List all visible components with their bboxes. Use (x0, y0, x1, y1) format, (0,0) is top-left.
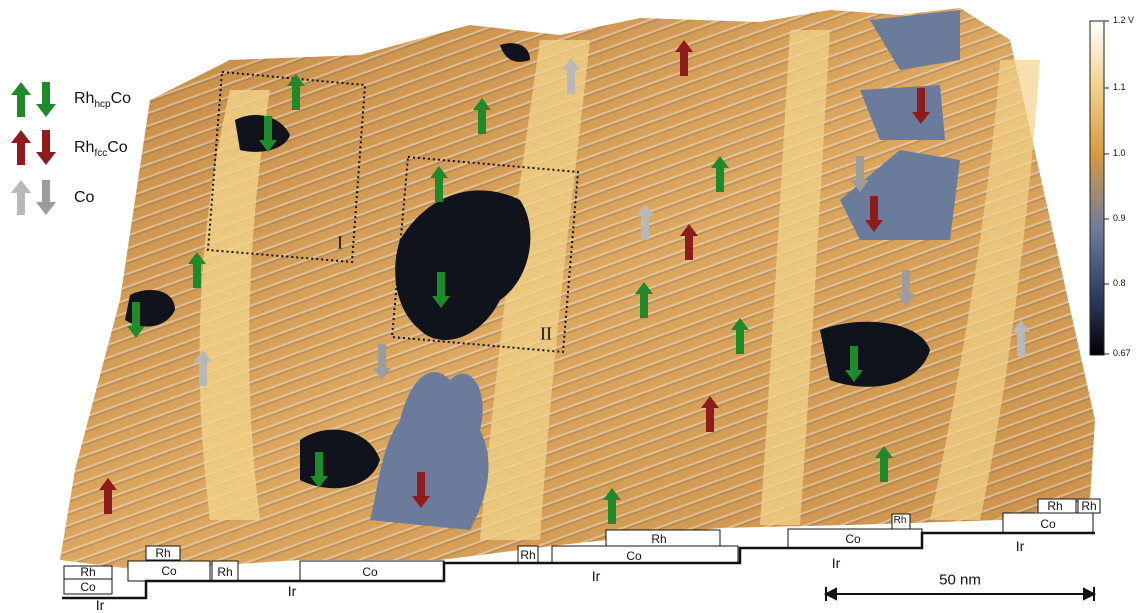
box-co-1 (63, 578, 113, 595)
rhhcp-up-arrow (731, 318, 749, 354)
scale-bar (823, 587, 1097, 601)
legend-co-down-icon (36, 180, 56, 215)
struct-label-rh: Rh (155, 546, 171, 560)
legend-rhfcc-down-icon (36, 130, 56, 165)
co-down-arrow (373, 344, 391, 380)
legend-rhhcp-label: RhhcpCo (74, 90, 132, 111)
struct-label-rh: Rh (520, 548, 536, 562)
rhhcp-up-arrow (188, 252, 206, 288)
struct-label-rh: Rh (1081, 499, 1097, 513)
legend-co: Co (64, 190, 94, 206)
co-down-arrow (897, 270, 915, 306)
colorbar-ticks (1104, 20, 1109, 355)
co-up-arrow (636, 204, 654, 240)
legend-rhfcc-label: RhfccCo (74, 139, 128, 160)
legend-rhhcp-down-icon (36, 82, 56, 117)
struct-label-ir: Ir (287, 583, 297, 599)
rhhcp-up-arrow (711, 156, 729, 192)
colorbar-tick-label: 0.8 (1113, 278, 1126, 288)
rhhcp-up-arrow (603, 488, 621, 524)
struct-label-co: Co (80, 580, 96, 594)
rhhcp-up-arrow (473, 98, 491, 134)
box-rh-8 (1077, 498, 1101, 514)
legend-arrows (11, 82, 56, 215)
region-box-ii (390, 155, 580, 354)
struct-label-ir: Ir (95, 597, 105, 613)
ir-strip (760, 30, 830, 525)
surface-arrows (99, 40, 1030, 524)
struct-label-co: Co (161, 564, 177, 578)
ir-substrate-line (62, 531, 1095, 600)
box-rh-5 (605, 529, 721, 547)
legend-rhhcp: RhhcpCo (64, 91, 131, 110)
rhhcp-up-arrow (430, 166, 448, 202)
rhfcc-up-arrow (701, 396, 719, 432)
struct-label-rh: Rh (80, 565, 96, 579)
rhhcp-up-arrow (875, 446, 893, 482)
rhfcc-down-arrow (865, 196, 883, 232)
struct-label-co: Co (1040, 517, 1056, 531)
ir-strip (480, 40, 590, 540)
rhfcc-domain (370, 372, 489, 530)
colorbar-tick-label: 0.9 (1113, 213, 1126, 223)
colorbar-tick-label: 1.0 (1113, 148, 1126, 158)
region-box-i (206, 70, 367, 264)
struct-label-co: Co (845, 532, 861, 546)
co-down-arrow (851, 156, 869, 192)
rhhcp-down-arrow (432, 272, 450, 308)
colorbar-tick-label: 0.67 (1113, 348, 1131, 358)
legend-co-label: Co (74, 189, 95, 206)
rhhcp-domain (500, 43, 530, 62)
rhhcp-domain (235, 115, 290, 152)
region-label-i: I (337, 232, 343, 253)
struct-label-rh: Rh (893, 515, 907, 526)
rhfcc-up-arrow (675, 40, 693, 76)
rhfcc-down-arrow (912, 88, 930, 124)
ir-strip (930, 60, 1040, 520)
colorbar-tick-label: 1.2 V (1113, 15, 1135, 25)
scale-bar-label: 50 nm (939, 571, 981, 589)
rhhcp-down-arrow (127, 302, 145, 338)
rhfcc-domain (870, 10, 960, 70)
legend-rhhcp-up-icon (11, 82, 31, 117)
colorbar-tick-label: 1.1 (1113, 82, 1126, 92)
rhhcp-down-arrow (845, 346, 863, 382)
rhfcc-up-arrow (99, 478, 117, 514)
legend-rhfcc: RhfccCo (64, 140, 128, 159)
rhhcp-down-arrow (259, 116, 277, 152)
ir-strip (199, 90, 270, 520)
struct-label-ir: Ir (831, 555, 841, 571)
box-rh-7 (1037, 498, 1077, 514)
struct-label-rh: Rh (217, 565, 233, 579)
struct-label-ir: Ir (591, 568, 601, 584)
region-label-ii: II (540, 323, 552, 344)
box-rh-6 (891, 513, 911, 530)
rhhcp-domain (395, 190, 531, 340)
struct-label-co: Co (362, 565, 378, 579)
struct-label-rh: Rh (1047, 499, 1063, 513)
legend-rhfcc-up-icon (11, 130, 31, 165)
structure-boxes (63, 498, 1101, 595)
rhfcc-down-arrow (412, 472, 430, 508)
legend-co-up-icon (11, 180, 31, 215)
colorbar (1089, 20, 1105, 356)
rhhcp-up-arrow (635, 282, 653, 318)
struct-label-ir: Ir (1015, 538, 1025, 554)
struct-label-co: Co (626, 549, 642, 563)
co-up-arrow (1012, 320, 1030, 356)
struct-label-rh: Rh (651, 532, 667, 546)
rhfcc-up-arrow (680, 224, 698, 260)
co-up-arrow (562, 58, 580, 94)
rhhcp-down-arrow (310, 452, 328, 488)
box-rh-2 (145, 545, 181, 561)
rhhcp-up-arrow (287, 74, 305, 110)
box-co-4 (551, 545, 739, 564)
co-up-arrow (194, 350, 212, 386)
surface-step-edges (60, 8, 1095, 570)
